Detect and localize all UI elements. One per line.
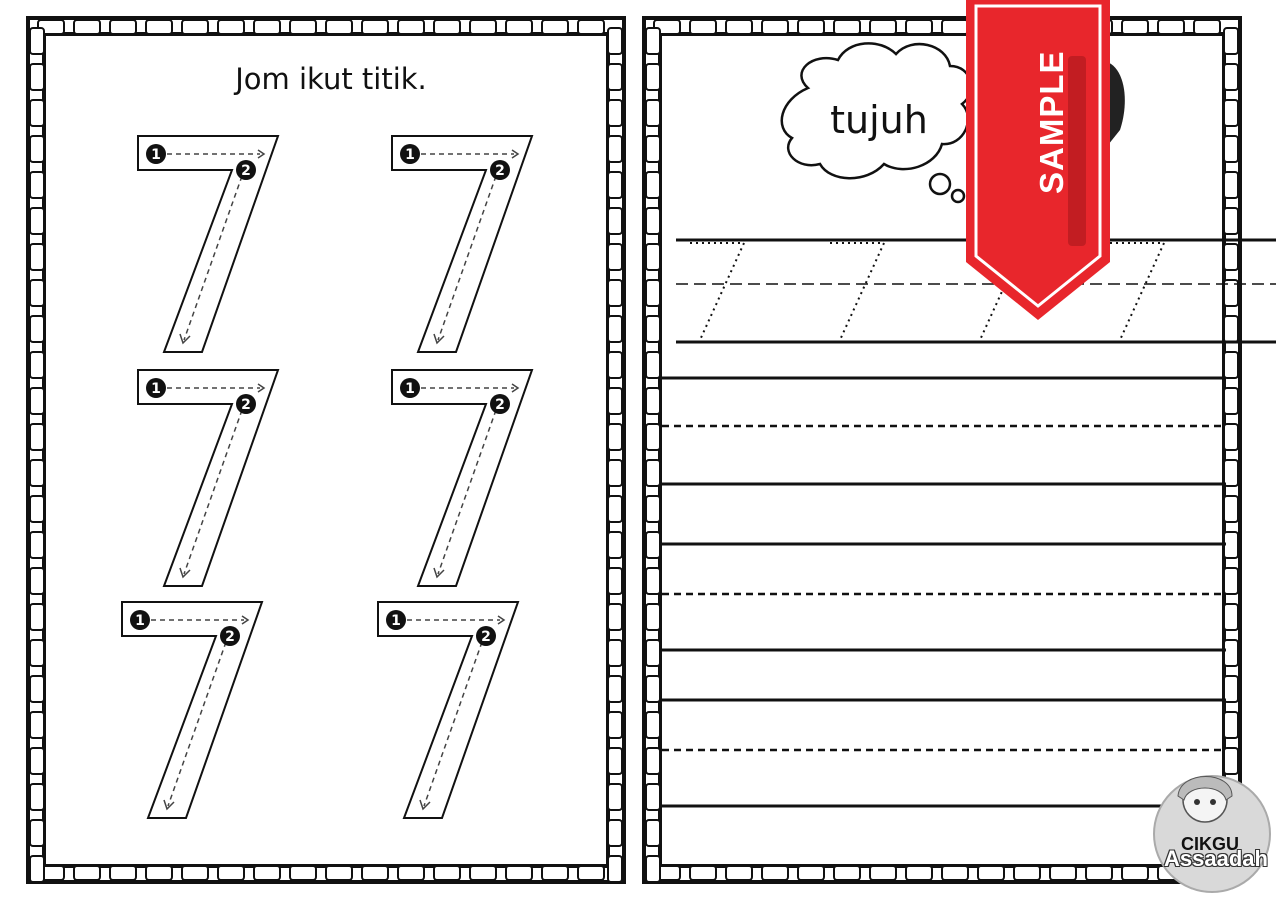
stroke-order-marker bbox=[476, 626, 496, 646]
stroke-order-number: 2 bbox=[481, 629, 491, 645]
tracing-seven: 12 bbox=[377, 601, 520, 819]
stroke-order-number: 1 bbox=[405, 381, 415, 397]
stroke-order-marker bbox=[386, 610, 406, 630]
stroke-order-number: 1 bbox=[151, 381, 161, 397]
worksheet-title: Jom ikut titik. bbox=[235, 62, 427, 96]
tracing-seven: 12 bbox=[137, 369, 280, 587]
tracing-seven: 12 bbox=[391, 369, 534, 587]
stroke-order-number: 1 bbox=[405, 147, 415, 163]
tracing-seven: 12 bbox=[137, 135, 280, 353]
cikgu-assaadah-logo bbox=[1153, 775, 1271, 893]
stroke-order-number: 2 bbox=[495, 163, 505, 179]
stroke-order-number: 1 bbox=[151, 147, 161, 163]
watermark-text: SAMPLE bbox=[1033, 50, 1070, 194]
stroke-order-marker bbox=[236, 394, 256, 414]
sample-watermark-banner bbox=[966, 0, 1110, 320]
dotted-seven bbox=[830, 242, 886, 341]
tracing-seven: 12 bbox=[121, 601, 264, 819]
stroke-order-marker bbox=[146, 144, 166, 164]
stroke-order-marker bbox=[236, 160, 256, 180]
writing-lines bbox=[662, 376, 1226, 808]
stroke-order-marker bbox=[130, 610, 150, 630]
stroke-order-marker bbox=[146, 378, 166, 398]
dotted-seven bbox=[690, 242, 746, 341]
stroke-order-marker bbox=[400, 144, 420, 164]
stroke-order-number: 1 bbox=[391, 613, 401, 629]
number-word: tujuh bbox=[830, 98, 928, 142]
dotted-seven bbox=[1110, 242, 1166, 341]
stroke-order-marker bbox=[220, 626, 240, 646]
stroke-order-marker bbox=[490, 394, 510, 414]
stroke-order-number: 2 bbox=[225, 629, 235, 645]
stroke-order-marker bbox=[400, 378, 420, 398]
stroke-order-number: 2 bbox=[241, 163, 251, 179]
logo-text-top: CIKGU bbox=[1181, 834, 1239, 854]
stroke-order-marker bbox=[490, 160, 510, 180]
stroke-order-number: 2 bbox=[241, 397, 251, 413]
stroke-order-number: 2 bbox=[495, 397, 505, 413]
stroke-order-number: 1 bbox=[135, 613, 145, 629]
tracing-seven: 12 bbox=[391, 135, 534, 353]
logo-text-bottom: Assaadah bbox=[1164, 846, 1268, 871]
